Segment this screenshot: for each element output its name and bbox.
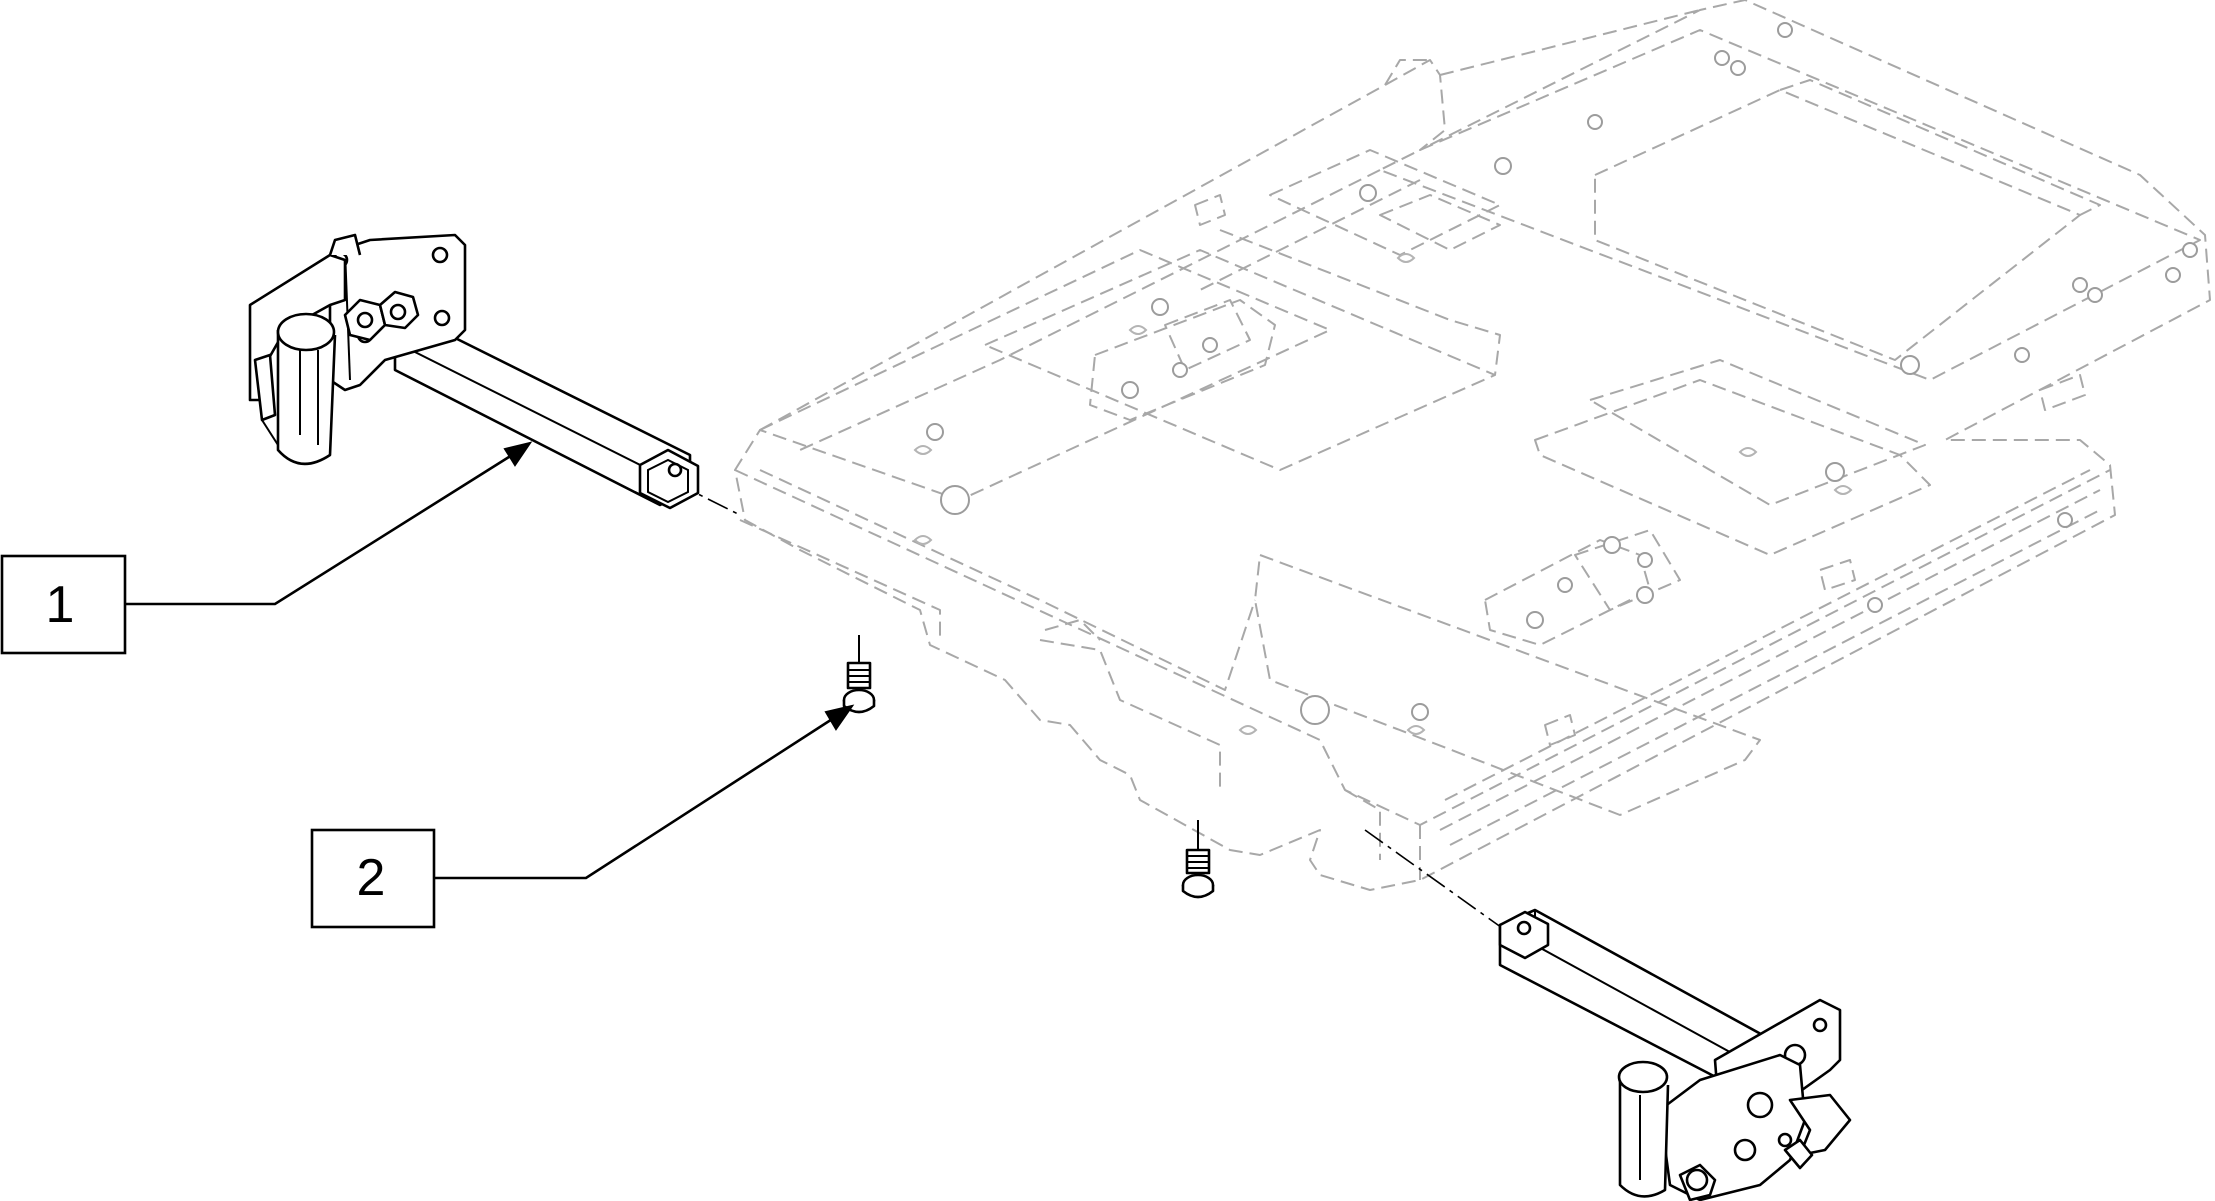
frame-adjustment-slots (913, 253, 1853, 735)
callout-2-box (310, 828, 436, 929)
part-1-right-hanger-assembly (1364, 829, 1852, 1201)
seat-frame-phantom (734, 0, 2211, 891)
callout-1-box (0, 554, 127, 655)
frame-mounting-holes (926, 22, 2198, 725)
callout-2: 2 (310, 704, 855, 929)
callout-2-leader (434, 712, 841, 880)
part-1-left-hanger-assembly (248, 233, 741, 516)
part-2-screw-right (1181, 820, 1215, 899)
callout-1: 1 (0, 441, 533, 655)
callout-2-label: 2 (357, 849, 386, 907)
callout-1-arrowhead (503, 441, 533, 467)
assembly-centerline-right (1364, 829, 1506, 931)
callout-1-leader (125, 448, 521, 606)
part-2-screw-left (842, 635, 876, 714)
callout-1-label: 1 (46, 576, 75, 634)
callout-2-arrowhead (824, 704, 855, 731)
